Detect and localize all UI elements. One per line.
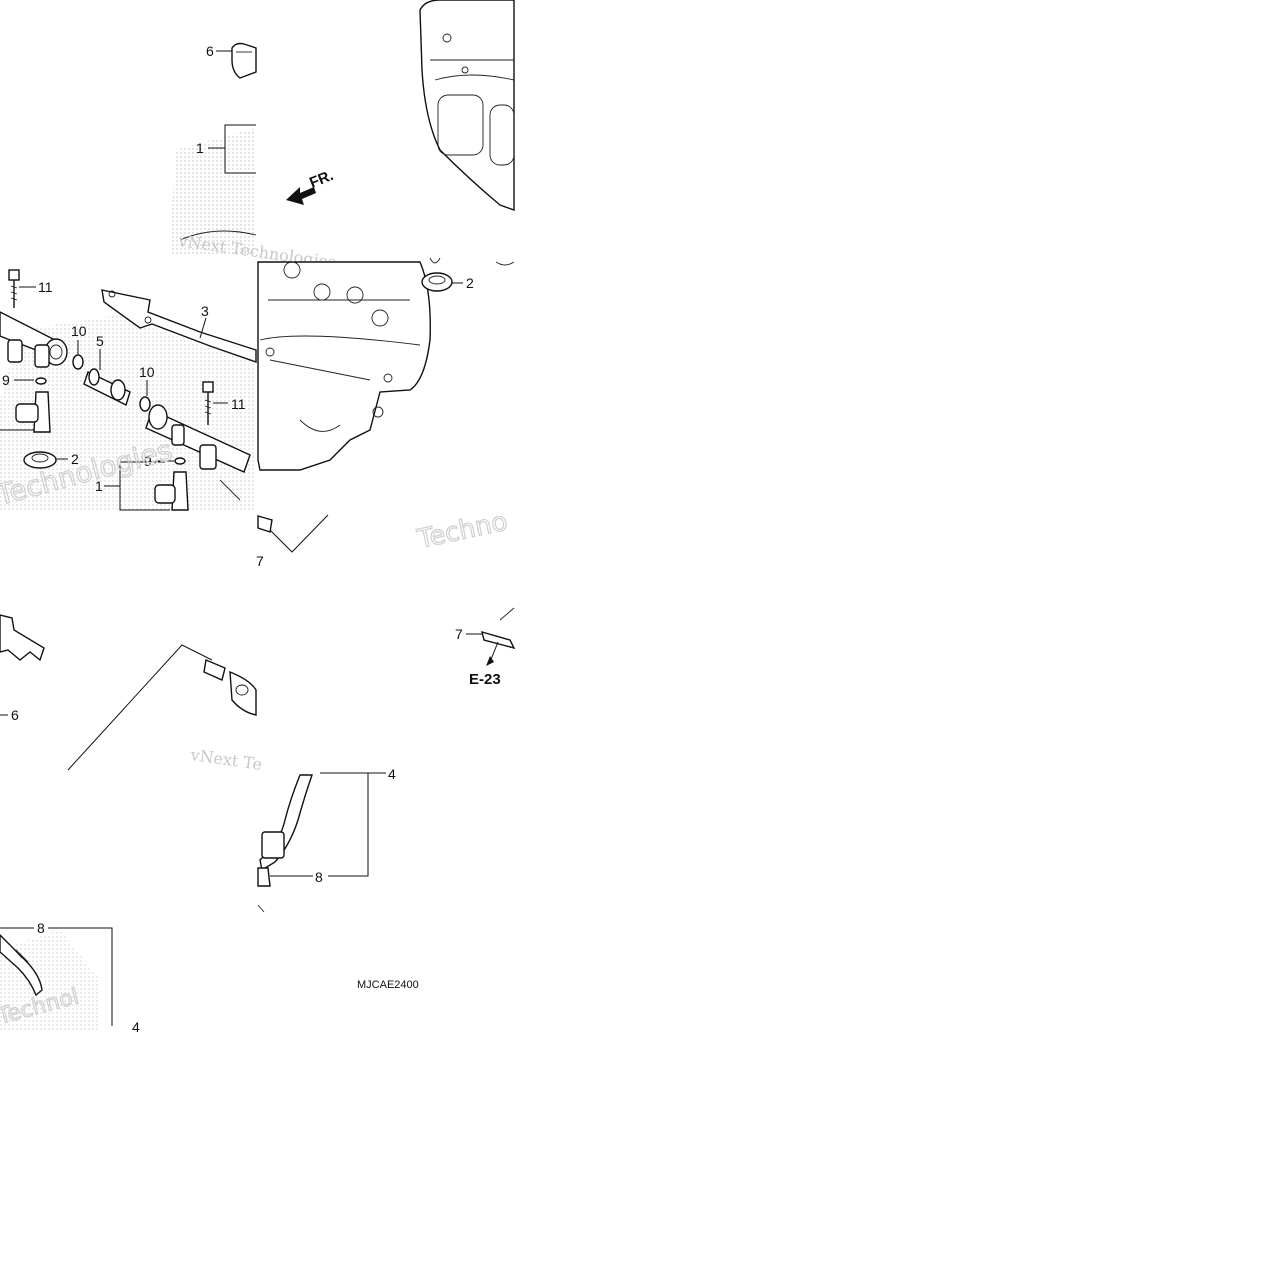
clip-part-6-top: 6 xyxy=(206,42,257,79)
callout-10-upper: 10 xyxy=(71,323,87,339)
grommet-2-right: 2 xyxy=(421,257,515,292)
callout-9-left: 9 xyxy=(2,372,10,388)
fuel-rail-right xyxy=(145,404,251,501)
o-ring-10-lower: 10 xyxy=(139,364,155,412)
wire-harness-left: 8 4 xyxy=(0,920,140,1035)
callout-1-top: 1 xyxy=(196,140,204,156)
wire-harness-right: 4 8 xyxy=(257,766,396,913)
callout-11-mid: 11 xyxy=(231,396,246,412)
callout-8-left: 8 xyxy=(37,920,45,936)
callout-6-left: 6 xyxy=(11,707,19,723)
grommet-2-left: 2 xyxy=(23,451,79,469)
callout-8-right: 8 xyxy=(315,869,323,885)
callout-1-mid: 1 xyxy=(95,478,103,494)
o-ring-10-upper: 10 xyxy=(71,323,87,370)
reference-e23: E-23 xyxy=(469,671,501,688)
callout-4-left: 4 xyxy=(132,1019,140,1035)
callout-4-right: 4 xyxy=(388,766,396,782)
injector-left: 9 xyxy=(0,372,51,433)
connector-7-right: 7 E-23 xyxy=(455,607,516,688)
bolt-11-left: 11 xyxy=(8,269,53,308)
fuel-joint-5: 5 xyxy=(83,333,131,406)
watermark-3: Techno xyxy=(414,507,510,555)
fuel-rail-left xyxy=(0,311,68,368)
callout-5: 5 xyxy=(96,333,104,349)
callout-2-right: 2 xyxy=(466,275,474,291)
intake-chamber-top xyxy=(419,0,515,211)
sensor-connector xyxy=(67,644,257,771)
diagram-code: MJCAE2400 xyxy=(357,979,419,991)
throttle-body-assembly xyxy=(257,261,431,471)
connector-7-mid: 7 xyxy=(256,514,329,569)
front-direction-label: FR. xyxy=(307,167,336,192)
callout-1-top-bracket: 1 xyxy=(179,124,257,241)
callout-10-lower: 10 xyxy=(139,364,155,380)
shading xyxy=(0,128,256,1030)
injector-mid: 9 1 xyxy=(95,453,189,511)
watermark-4: vNext Te xyxy=(188,745,263,774)
callout-7-right: 7 xyxy=(455,626,463,642)
callout-2-left: 2 xyxy=(71,451,79,467)
front-direction-arrow: FR. xyxy=(286,167,336,205)
bracket-3: 3 xyxy=(101,289,257,363)
bracket-6-left: 6 xyxy=(0,614,45,723)
callout-3: 3 xyxy=(201,303,209,319)
callout-6-top: 6 xyxy=(206,43,214,59)
callout-11-left: 11 xyxy=(38,279,53,295)
callout-9-mid: 9 xyxy=(144,453,152,469)
callout-7-mid: 7 xyxy=(256,553,264,569)
bolt-11-mid: 11 xyxy=(202,381,246,425)
